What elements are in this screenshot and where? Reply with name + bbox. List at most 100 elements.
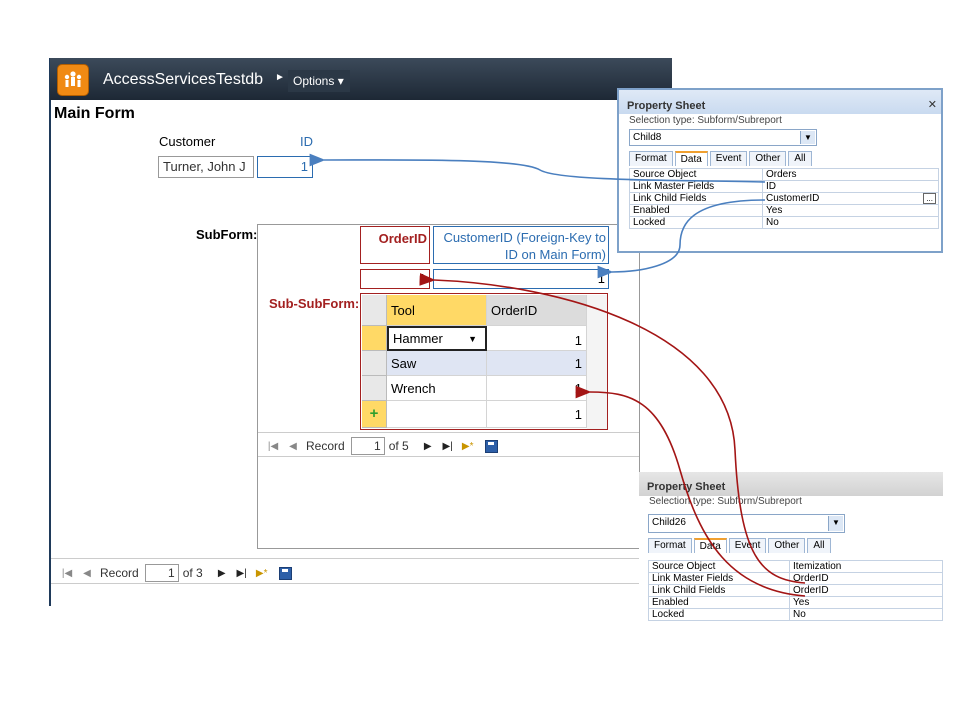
record-number-input[interactable]: 1: [144, 564, 179, 582]
close-icon[interactable]: ✕: [927, 99, 937, 111]
property-value-cell[interactable]: CustomerID...: [762, 192, 939, 205]
control-selector[interactable]: Child8 ▼: [629, 129, 817, 146]
chevron-down-icon[interactable]: ▼: [800, 131, 815, 144]
property-name: Locked: [648, 608, 790, 621]
property-sheet-child8: Property Sheet ✕ Selection type: Subform…: [617, 88, 943, 253]
customer-label: Customer: [159, 134, 216, 149]
control-selector[interactable]: Child26 ▼: [648, 514, 845, 533]
first-record-icon[interactable]: |◀: [61, 567, 73, 579]
column-header-tool[interactable]: Tool: [387, 295, 487, 326]
new-record-icon[interactable]: ▶*: [461, 440, 474, 452]
tab-all[interactable]: All: [807, 538, 831, 553]
tab-event[interactable]: Event: [709, 151, 748, 166]
property-value[interactable]: Yes: [762, 204, 939, 217]
new-record-icon[interactable]: ▶*: [255, 567, 268, 579]
customerid-field[interactable]: 1: [433, 269, 609, 289]
options-menu-button[interactable]: Options ▾: [288, 70, 350, 92]
table-row-orderid[interactable]: 1: [487, 326, 587, 351]
row-selector[interactable]: [362, 376, 387, 401]
save-icon[interactable]: [484, 439, 498, 453]
save-icon[interactable]: [278, 566, 292, 580]
tab-format[interactable]: Format: [629, 151, 673, 166]
table-row-tool[interactable]: Hammer ▼: [387, 326, 487, 351]
table-row-orderid[interactable]: 1: [487, 351, 587, 376]
app-title[interactable]: AccessServicesTestdb: [103, 71, 264, 88]
table-row-tool[interactable]: Wrench: [387, 376, 487, 401]
property-value[interactable]: Orders: [762, 168, 939, 181]
id-field[interactable]: 1: [257, 156, 313, 178]
dropdown-arrow-icon[interactable]: ▼: [468, 334, 477, 344]
property-value[interactable]: No: [762, 216, 939, 229]
property-value[interactable]: ID: [762, 180, 939, 193]
subform-label: SubForm:: [196, 227, 258, 242]
property-name: Enabled: [629, 204, 763, 217]
table-row-orderid[interactable]: 1: [487, 376, 587, 401]
chevron-down-icon[interactable]: ▼: [828, 516, 843, 531]
orderid-field[interactable]: 1: [360, 269, 430, 289]
property-tabs: Format Data Event Other All: [629, 151, 814, 166]
breadcrumb-arrow-icon: ►: [275, 72, 285, 83]
property-name: Locked: [629, 216, 763, 229]
last-record-icon[interactable]: ▶|: [236, 567, 247, 579]
customerid-header: CustomerID (Foreign-Key to ID on Main Fo…: [433, 226, 609, 264]
new-row-orderid[interactable]: 1: [487, 401, 587, 428]
property-value[interactable]: Yes: [789, 596, 943, 609]
access-logo-icon[interactable]: [57, 64, 89, 96]
property-value[interactable]: OrderID: [789, 584, 943, 597]
property-sheet-child26: Property Sheet Selection type: Subform/S…: [639, 472, 943, 640]
last-record-icon[interactable]: ▶|: [442, 440, 453, 452]
first-record-icon[interactable]: |◀: [267, 440, 279, 452]
property-name: Link Master Fields: [629, 180, 763, 193]
selected-control: Child8: [633, 132, 662, 143]
app-title-bar: [50, 58, 672, 100]
tab-format[interactable]: Format: [648, 538, 692, 553]
property-value[interactable]: OrderID: [789, 572, 943, 585]
previous-record-icon[interactable]: ◀: [83, 567, 91, 579]
property-sheet-title: Property Sheet: [647, 481, 726, 493]
divider: [51, 583, 639, 584]
row-selector[interactable]: [362, 326, 387, 351]
select-all-corner[interactable]: [362, 295, 387, 326]
tab-data[interactable]: Data: [693, 538, 727, 553]
record-number-input[interactable]: 1: [350, 437, 385, 455]
new-row-tool[interactable]: [387, 401, 487, 428]
divider: [258, 456, 639, 457]
table-row-tool[interactable]: Saw: [387, 351, 487, 376]
plus-icon[interactable]: +: [362, 401, 387, 428]
subsubform-label: Sub-SubForm:: [269, 296, 360, 311]
row-selector[interactable]: [362, 351, 387, 376]
tool-value: Hammer: [393, 331, 443, 346]
tab-other[interactable]: Other: [768, 538, 806, 553]
property-sheet-header: [619, 90, 941, 114]
datasheet-filler: [587, 295, 607, 429]
builder-button[interactable]: ...: [923, 193, 936, 204]
customer-field[interactable]: Turner, John J: [158, 156, 254, 178]
tab-data[interactable]: Data: [674, 151, 708, 166]
property-name: Enabled: [648, 596, 790, 609]
selection-type: Selection type: Subform/Subreport: [629, 115, 782, 126]
next-record-icon[interactable]: ▶: [423, 440, 432, 452]
tab-event[interactable]: Event: [728, 538, 767, 553]
property-name: Source Object: [648, 560, 790, 573]
record-label: Record: [100, 566, 139, 580]
property-name: Link Master Fields: [648, 572, 790, 585]
column-header-orderid[interactable]: OrderID: [487, 295, 587, 326]
tab-all[interactable]: All: [788, 151, 812, 166]
tab-other[interactable]: Other: [749, 151, 787, 166]
property-value[interactable]: No: [789, 608, 943, 621]
next-record-icon[interactable]: ▶: [217, 567, 226, 579]
property-value[interactable]: Itemization: [789, 560, 943, 573]
orderid-header: OrderID: [360, 226, 430, 264]
previous-record-icon[interactable]: ◀: [289, 440, 297, 452]
